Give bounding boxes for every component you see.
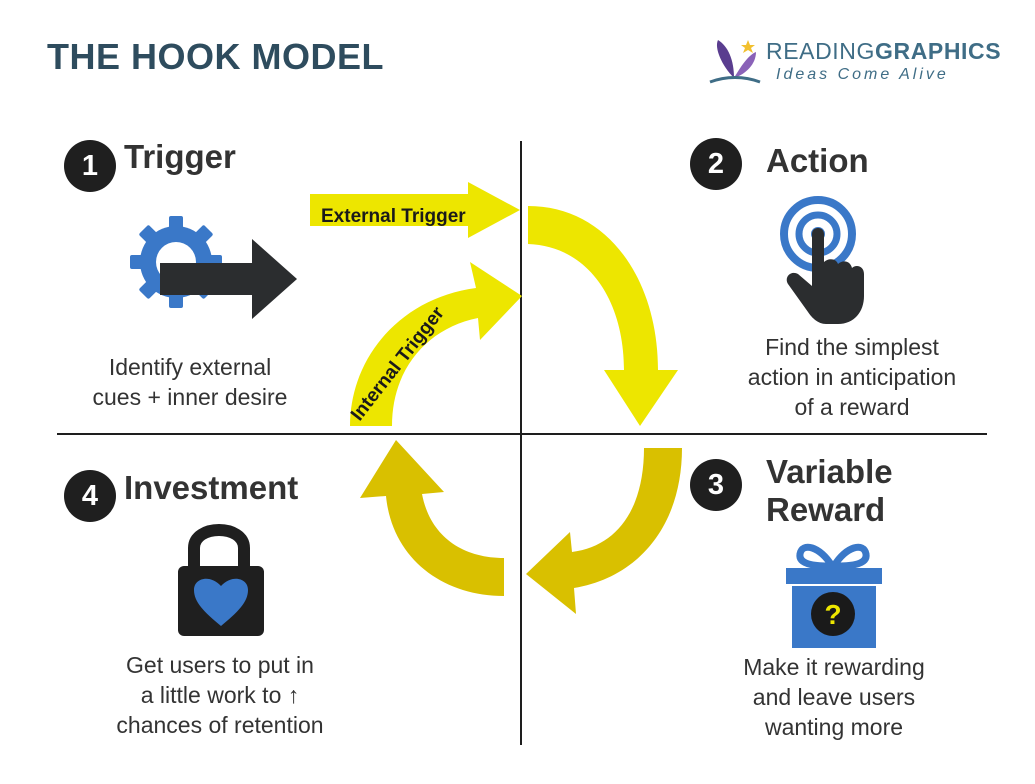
vertical-divider — [520, 141, 522, 745]
heart-lock-icon — [178, 524, 264, 636]
description-line: a little work to ↑ — [140, 682, 300, 708]
description-line: wanting more — [764, 714, 904, 740]
logo-butterfly-icon — [709, 40, 761, 84]
description-line: Identify external — [108, 354, 272, 380]
step-title: Investment — [124, 469, 299, 506]
external-trigger-label: External Trigger — [321, 206, 466, 227]
description-line: Get users to put in — [126, 652, 314, 678]
step-title: Variable Reward — [766, 453, 893, 529]
cycle-arrow-investment-to-trigger — [360, 440, 504, 596]
step-title-line: Variable — [766, 453, 893, 490]
description-line: and leave users — [752, 684, 916, 710]
description-line: cues + inner desire — [92, 384, 288, 410]
gear-arrow-icon — [130, 216, 297, 319]
step-title: Action — [766, 142, 869, 179]
logo-word-graphics: GRAPHICS — [875, 38, 1002, 64]
internal-trigger-arrow — [350, 262, 522, 426]
description-line: Make it rewarding — [743, 654, 925, 680]
logo-word-reading: READING — [766, 38, 875, 64]
logo-tagline: Ideas Come Alive — [776, 66, 949, 83]
step-number-badge: 1 — [64, 140, 116, 192]
description-line: action in anticipation — [747, 364, 957, 390]
step-title-line: Reward — [766, 491, 886, 528]
step-description: Identify external cues + inner desire — [50, 352, 330, 412]
page-title: THE HOOK MODEL — [47, 36, 384, 77]
step-title: Trigger — [124, 138, 236, 175]
cycle-arrow-action-to-reward — [528, 206, 678, 426]
step-number-badge: 4 — [64, 470, 116, 522]
description-line: chances of retention — [116, 712, 324, 738]
description-line: Find the simplest — [765, 334, 939, 360]
step-description: Make it rewarding and leave users wantin… — [700, 652, 968, 742]
horizontal-divider — [57, 433, 987, 435]
step-description: Find the simplest action in anticipation… — [706, 332, 998, 422]
external-trigger-arrow — [310, 182, 520, 238]
finger-tap-icon — [780, 196, 864, 324]
step-number-badge: 2 — [690, 138, 742, 190]
description-line: of a reward — [794, 394, 910, 420]
svg-text:?: ? — [824, 599, 841, 630]
mystery-gift-icon: ? — [786, 543, 882, 648]
cycle-arrow-reward-to-investment — [526, 448, 682, 614]
step-description: Get users to put in a little work to ↑ c… — [78, 650, 362, 740]
logo-wordmark: READINGGRAPHICS — [766, 38, 1001, 65]
step-number-badge: 3 — [690, 459, 742, 511]
